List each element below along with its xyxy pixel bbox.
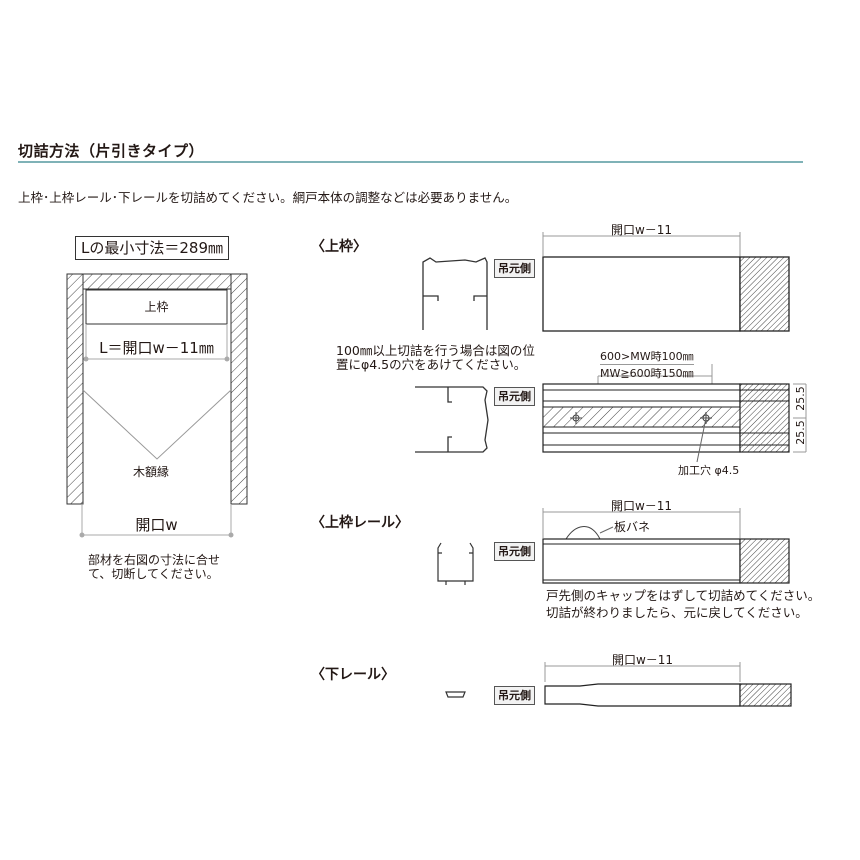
hinge-side-tag: 吊元側 [494,542,535,561]
section-heading-top-frame: 〈上枠〉 [311,239,367,255]
rail-note-1: 戸先側のキャップをはずして切詰めてください。 [546,588,821,603]
dim-top: 25.5 [793,386,807,411]
rail-note-2: 切詰が終わりましたら、元に戻してください。 [546,605,808,620]
intro-text: 上枠･上枠レール･下レールを切詰めてください。網戸本体の調整などは必要ありません… [18,190,518,205]
top-frame-profile-2 [415,386,489,453]
title-rule [18,161,803,163]
hinge-side-tag: 吊元側 [494,259,535,278]
dim-bottom: 25.5 [793,420,807,445]
wood-frame-label: 木額縁 [133,465,170,479]
top-rail-bar [542,508,790,584]
dimension-label: 開口w－11 [610,223,673,237]
condition-1: 600>MW時100㎜ [600,350,694,363]
section-heading-bottom-rail: 〈下レール〉 [311,667,395,683]
dimension-label: 開口w－11 [611,653,674,667]
section-heading-top-rail: 〈上枠レール〉 [311,515,409,531]
bottom-rail-profile [445,691,466,698]
opening-label: 開口w [135,516,178,534]
bottom-rail-bar [544,662,792,707]
top-frame-profile [422,257,488,330]
min-length-box: Lの最小寸法＝289㎜ [75,236,229,260]
top-frame-bar [542,232,790,332]
dimension-label: 開口w－11 [610,499,673,513]
top-frame-label: 上枠 [144,300,169,314]
spring-label: 板バネ [614,520,651,534]
opening-frame-drawing [66,273,248,538]
condition-2: MW≧600時150㎜ [600,364,694,381]
left-note: 部材を右図の寸法に合せて、切断してください。 [88,553,221,581]
hinge-side-tag: 吊元側 [494,387,535,406]
hole-detail-bar [542,364,807,463]
length-formula: L＝開口w－11㎜ [99,339,214,357]
top-rail-profile [437,542,474,585]
hole-note: 100㎜以上切詰を行う場合は図の位置にφ4.5の穴をあけてください。 [336,343,535,372]
hinge-side-tag: 吊元側 [494,686,535,705]
page-title: 切詰方法（片引きタイプ） [18,142,205,160]
hole-label: 加工穴 φ4.5 [678,464,740,477]
